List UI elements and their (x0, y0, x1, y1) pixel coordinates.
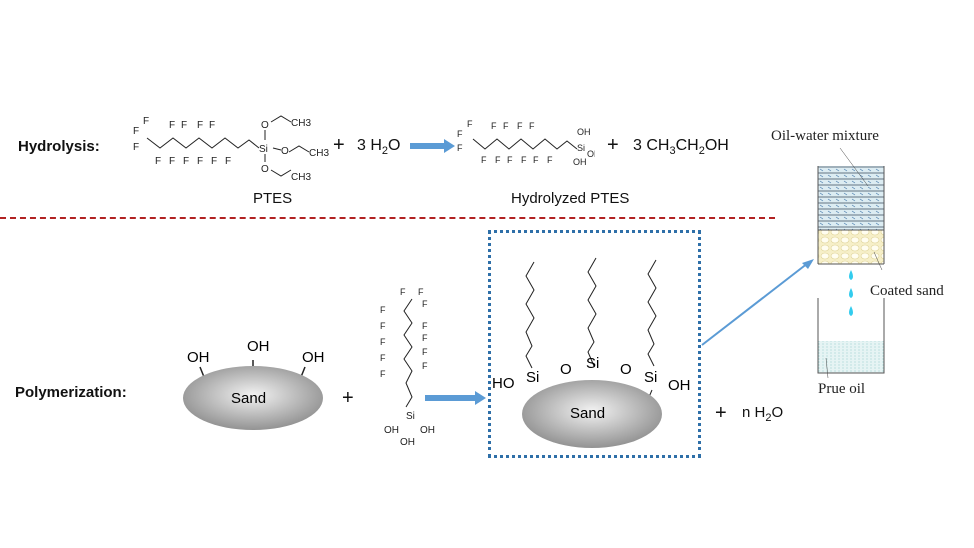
group-oh: OH (587, 149, 595, 159)
atom-f: F (521, 155, 527, 165)
coated-sand-layer (818, 230, 884, 264)
sand-label: Sand (231, 390, 266, 407)
leader-line (825, 357, 829, 379)
plus-sign: + (333, 134, 345, 156)
pointer-arrow-icon (701, 259, 814, 346)
group-oh: OH (577, 127, 591, 137)
leader-line (873, 251, 883, 271)
atom-si: Si (644, 369, 657, 386)
svg-text:F: F (380, 369, 386, 379)
reaction-arrow-icon (425, 391, 486, 405)
ptes-carbon-chain (146, 137, 260, 149)
ptes-label: PTES (253, 190, 293, 207)
atom-f: F (503, 121, 509, 131)
atom-f: F (517, 121, 523, 131)
plus-sign: + (715, 402, 727, 424)
svg-text:OH: OH (420, 425, 435, 436)
atom-si: Si (406, 411, 415, 422)
pure-oil-label: Prue oil (818, 381, 866, 397)
water-reactant: 3 H2O (357, 137, 401, 158)
group-ch3: CH3 (291, 118, 311, 129)
polymerization-label: Polymerization: (15, 384, 127, 401)
svg-text:F: F (380, 337, 386, 347)
plus-sign: + (342, 387, 354, 409)
atom-f: F (457, 129, 463, 139)
oil-water-mixture-label: Oil-water mixture (771, 128, 879, 144)
svg-text:F: F (380, 305, 386, 315)
svg-text:OH: OH (400, 437, 415, 448)
atom-f: F (209, 120, 215, 131)
hydrolysis-label: Hydrolysis: (18, 138, 100, 155)
svg-text:F: F (422, 347, 428, 357)
atom-f: F (495, 155, 501, 165)
atom-f: F (169, 120, 175, 131)
beaker (817, 298, 885, 374)
plus-sign: + (607, 134, 619, 156)
coated-sand-filter-label: Coated sand (870, 283, 944, 299)
atom-si: Si (259, 144, 268, 155)
filter-column (817, 148, 885, 379)
atom-f: F (211, 156, 217, 167)
atom-o: O (261, 120, 269, 131)
group-ho: HO (492, 375, 515, 392)
atom-o: O (281, 146, 289, 157)
atom-f: F (467, 119, 473, 129)
group-ch3: CH3 (291, 172, 311, 183)
atom-f: F (457, 143, 463, 153)
atom-f: F (197, 156, 203, 167)
svg-text:F: F (380, 353, 386, 363)
ptes-structure: F F F F F F F F F F F F F Si O O O CH3 C… (133, 115, 329, 183)
ethanol-product: 3 CH3CH2OH (633, 137, 729, 158)
atom-f: F (143, 116, 149, 127)
pure-oil-layer (818, 341, 884, 373)
atom-f: F (133, 142, 139, 153)
leader-line (839, 148, 869, 187)
atom-f: F (491, 121, 497, 131)
sand-particle: OH OH OH Sand (183, 338, 325, 430)
coated-sand-label: Sand (570, 405, 605, 422)
group-oh: OH (573, 157, 587, 167)
atom-f: F (181, 120, 187, 131)
oil-water-layer (818, 166, 884, 230)
atom-si: Si (577, 143, 585, 153)
svg-text:F: F (422, 299, 428, 309)
svg-text:OH: OH (384, 425, 399, 436)
water-product: n H2O (742, 404, 784, 424)
group-oh: OH (668, 377, 691, 394)
section-divider (0, 217, 775, 219)
atom-si: Si (586, 355, 599, 372)
atom-f: F (155, 156, 161, 167)
atom-f: F (547, 155, 553, 165)
atom-o: O (620, 361, 632, 378)
svg-text:F: F (422, 321, 428, 331)
atom-f: F (533, 155, 539, 165)
hydrolyzed-ptes-label: Hydrolyzed PTES (511, 190, 630, 207)
atom-f: F (183, 156, 189, 167)
hydroxyl-group: OH (302, 349, 325, 366)
atom-si: Si (526, 369, 539, 386)
hydroxyl-group: OH (247, 338, 270, 355)
atom-f: F (133, 126, 139, 137)
atom-f: F (197, 120, 203, 131)
atom-o: O (261, 164, 269, 175)
atom-f: F (225, 156, 231, 167)
svg-text:F: F (418, 287, 424, 297)
hydroxyl-group: OH (187, 349, 210, 366)
atom-f: F (529, 121, 535, 131)
reaction-arrow-icon (410, 139, 455, 153)
svg-text:F: F (422, 333, 428, 343)
coated-sand-box (488, 230, 701, 458)
svg-text:F: F (422, 361, 428, 371)
svg-text:F: F (380, 321, 386, 331)
group-ch3: CH3 (309, 148, 329, 159)
svg-text:F: F (400, 287, 406, 297)
atom-o: O (560, 361, 572, 378)
atom-f: F (481, 155, 487, 165)
water-drops (849, 270, 853, 316)
atom-f: F (169, 156, 175, 167)
coated-sand-structure: Si O Si O Si HO OH Sand (492, 257, 691, 448)
atom-f: F (507, 155, 513, 165)
